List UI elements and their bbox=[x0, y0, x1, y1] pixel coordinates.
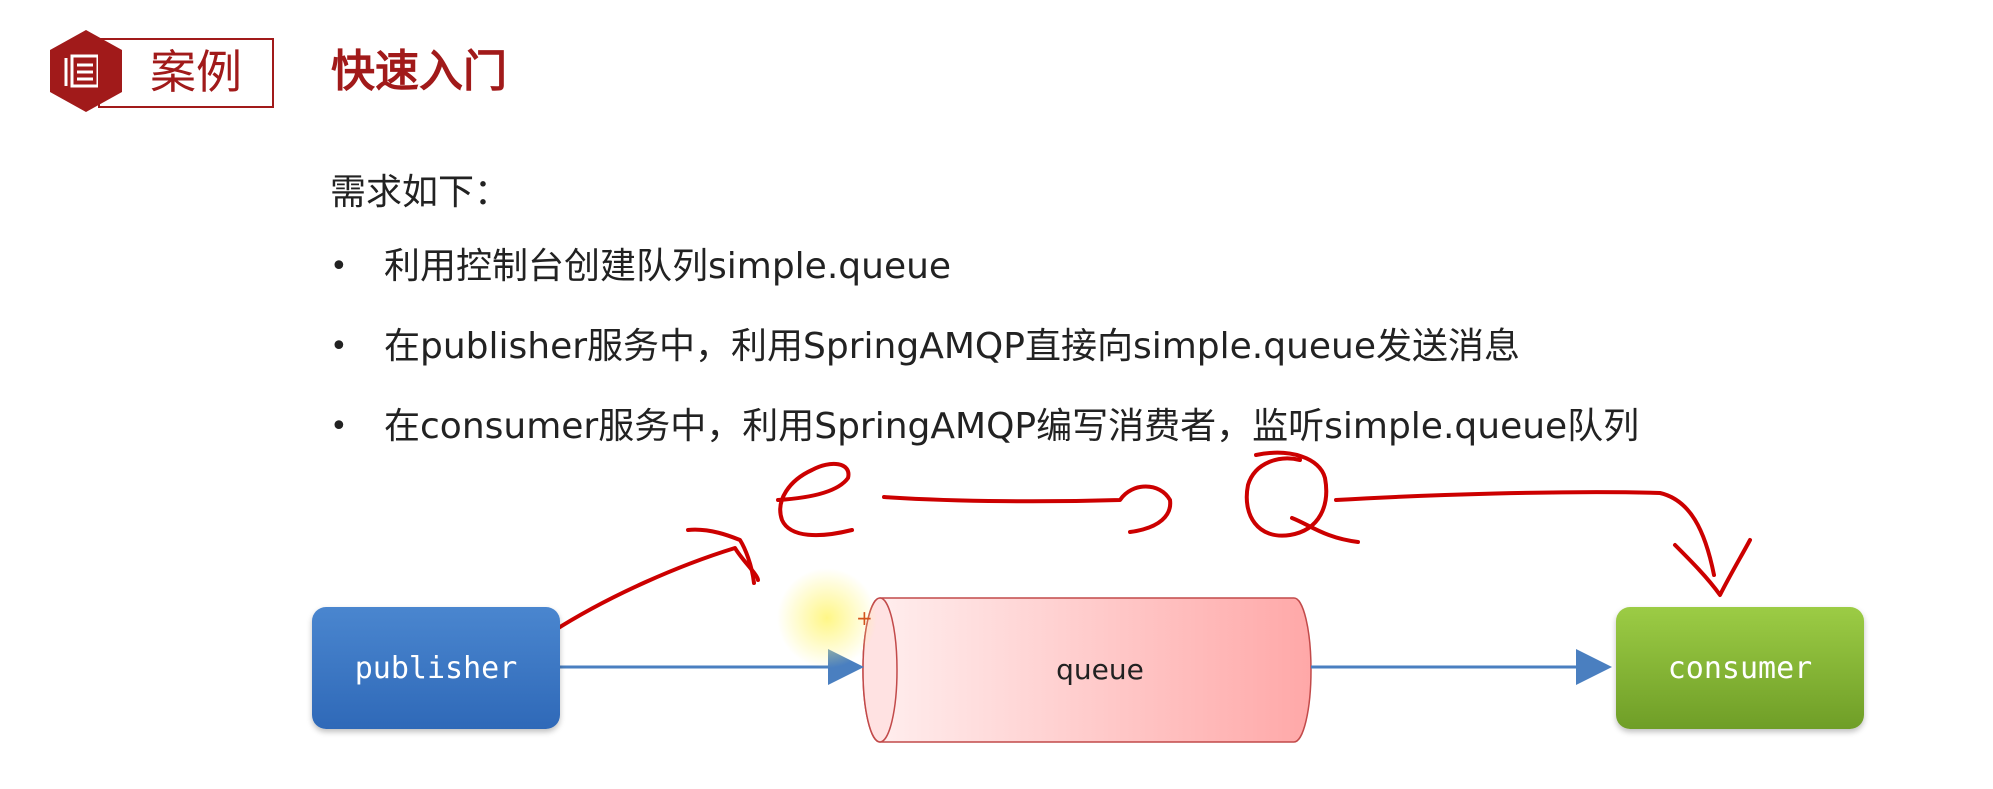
requirement-text: 在publisher服务中，利用SpringAMQP直接向simple.queu… bbox=[384, 326, 1521, 367]
queue-label: queue bbox=[1056, 653, 1144, 686]
requirement-item: • 在publisher服务中，利用SpringAMQP直接向simple.qu… bbox=[326, 322, 1639, 402]
handwritten-annotation bbox=[550, 450, 1752, 634]
bullet-dot-icon: • bbox=[330, 249, 348, 284]
bullet-dot-icon: • bbox=[330, 409, 348, 444]
cursor-highlight bbox=[777, 568, 877, 668]
publisher-label: publisher bbox=[354, 650, 518, 686]
publisher-node: publisher bbox=[312, 607, 560, 729]
requirement-item: • 利用控制台创建队列simple.queue bbox=[326, 242, 1639, 322]
requirement-text: 利用控制台创建队列simple.queue bbox=[384, 246, 952, 287]
requirements-list: • 利用控制台创建队列simple.queue • 在publisher服务中，… bbox=[326, 242, 1639, 482]
requirements-intro: 需求如下： bbox=[330, 172, 511, 213]
case-badge-label: 案例 bbox=[150, 45, 242, 99]
case-badge-frame bbox=[98, 38, 274, 108]
consumer-label: consumer bbox=[1667, 650, 1813, 686]
cursor-crosshair-icon: + bbox=[856, 606, 873, 630]
requirement-item: • 在consumer服务中，利用SpringAMQP编写消费者，监听simpl… bbox=[326, 402, 1639, 482]
page-title: 快速入门 bbox=[331, 46, 507, 97]
requirement-text: 在consumer服务中，利用SpringAMQP编写消费者，监听simple.… bbox=[384, 406, 1640, 447]
consumer-node: consumer bbox=[1616, 607, 1864, 729]
bullet-dot-icon: • bbox=[330, 329, 348, 364]
